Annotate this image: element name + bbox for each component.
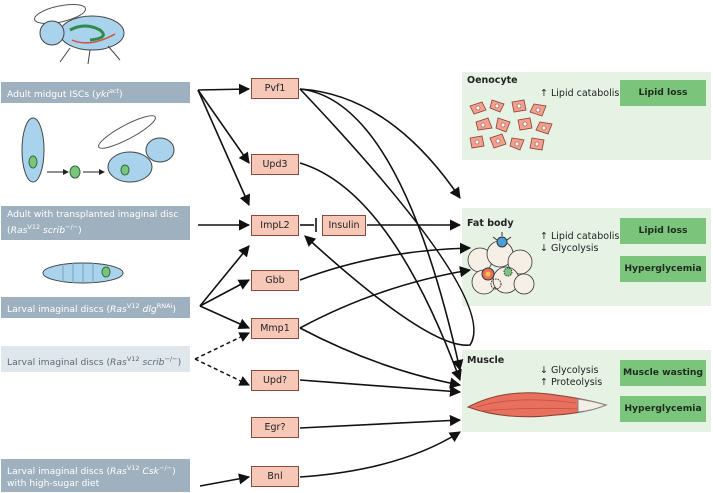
oenocyte-title: Oenocyte <box>467 75 518 86</box>
fat-body-title: Fat body <box>467 218 514 229</box>
signal-egr: Egr? <box>251 417 299 438</box>
fat-body-desc-1: ↑ Lipid catabolism <box>540 231 629 242</box>
oenocyte-cells-illustration <box>469 99 553 151</box>
model-larval-dlg: Larval imaginal discs (RasV12 dlgRNAi) <box>1 297 190 318</box>
signal-gbb: Gbb <box>251 270 299 291</box>
muscle-illustration <box>466 392 608 418</box>
outcome-muscle-wasting: Muscle wasting <box>620 360 706 386</box>
oenocyte-desc: ↑ Lipid catabolism <box>540 88 629 99</box>
signal-insulin: Insulin <box>322 215 366 236</box>
muscle-title: Muscle <box>467 355 505 366</box>
signal-bnl: Bnl <box>251 466 299 487</box>
muscle-desc-1: ↓ Glycolysis <box>540 365 599 376</box>
larva-to-fly-illustration <box>21 115 175 183</box>
model-larval-scrib: Larval imaginal discs (RasV12 scrib−/−) <box>1 346 190 372</box>
adult-fly-illustration <box>34 3 125 65</box>
muscle-desc-2: ↑ Proteolysis <box>540 377 603 388</box>
signal-impl2: ImpL2 <box>251 215 299 236</box>
model-transplanted-disc: Adult with transplanted imaginal disc (R… <box>1 206 190 240</box>
model-adult-midgut-iscs: Adult midgut ISCs (ykiact) <box>1 82 190 103</box>
outcome-muscle-hyperglycemia: Hyperglycemia <box>620 396 706 422</box>
outcome-fat-body-lipid-loss: Lipid loss <box>620 218 706 244</box>
outcome-fat-body-hyperglycemia: Hyperglycemia <box>620 256 706 282</box>
larva-illustration <box>42 262 124 284</box>
signal-mmp1: Mmp1 <box>251 318 299 339</box>
fat-body-cells-illustration <box>467 232 535 295</box>
signal-upd: Upd? <box>251 370 299 391</box>
outcome-oenocyte-lipid-loss: Lipid loss <box>620 80 706 106</box>
signal-upd3: Upd3 <box>251 154 299 175</box>
model-larval-csk: Larval imaginal discs (RasV12 Csk−/−) wi… <box>1 459 190 492</box>
fat-body-desc-2: ↓ Glycolysis <box>540 243 599 254</box>
signal-pvf1: Pvf1 <box>251 78 299 99</box>
